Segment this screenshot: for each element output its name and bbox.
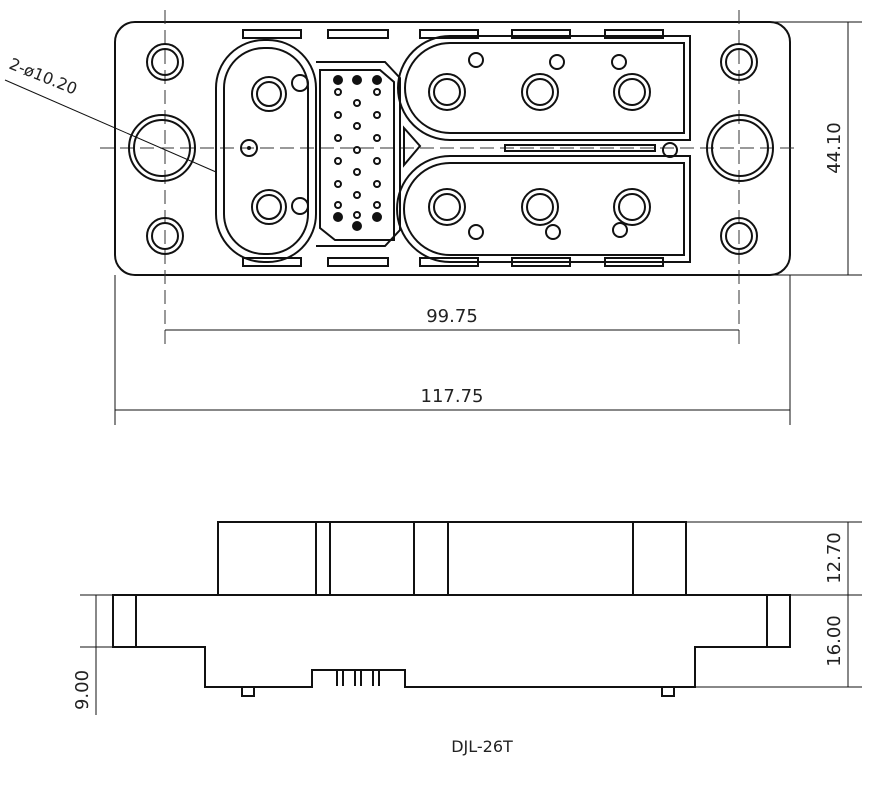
power-contact [521, 73, 559, 111]
signal-pin [334, 157, 342, 165]
power-contact [526, 78, 554, 106]
power-contact [428, 73, 466, 111]
base-flange [112, 594, 791, 688]
hole-callout-label: 2-ø10.20 [7, 54, 80, 98]
dimension-117-75: 117.75 [114, 275, 791, 425]
signal-pin [334, 134, 342, 142]
left-power-cavity [215, 39, 317, 263]
keying-pin [468, 224, 484, 240]
signal-pin [373, 157, 381, 165]
signal-pin [334, 180, 342, 188]
signal-pin [352, 221, 362, 231]
keying-pin [611, 54, 627, 70]
signal-pin [373, 134, 381, 142]
signal-pin [334, 201, 342, 209]
signal-pin [353, 122, 361, 130]
svg-text:99.75: 99.75 [426, 306, 478, 327]
power-contact [613, 188, 651, 226]
signal-pin [353, 146, 361, 154]
signal-pin [334, 88, 342, 96]
power-contact [521, 188, 559, 226]
svg-text:44.10: 44.10 [824, 122, 845, 174]
power-contact [433, 193, 461, 221]
dimension-99-75: 99.75 [165, 306, 739, 331]
model-label: DJL-26T [451, 737, 513, 756]
svg-text:117.75: 117.75 [421, 386, 484, 407]
signal-pin [353, 191, 361, 199]
mounting-holes [128, 43, 774, 255]
signal-pin [333, 75, 343, 85]
signal-pin [352, 75, 362, 85]
keying-pin [549, 54, 565, 70]
signal-pin [334, 111, 342, 119]
signal-pin [373, 88, 381, 96]
top-view: 2-ø10.20 99.75 117.75 44.10 [4, 10, 862, 425]
power-contact [613, 73, 651, 111]
signal-pin [353, 168, 361, 176]
dimension-12-70: 12.70 [686, 521, 862, 596]
dimension-9-00: 9.00 [72, 594, 113, 715]
power-contact [433, 78, 461, 106]
hole-callout: 2-ø10.20 [4, 54, 217, 173]
signal-pin [333, 212, 343, 222]
keying-pin [468, 52, 484, 68]
signal-pin [372, 212, 382, 222]
signal-pin [372, 75, 382, 85]
signal-pin [373, 111, 381, 119]
right-power-cavities [396, 35, 691, 263]
svg-text:16.00: 16.00 [824, 615, 845, 667]
svg-text:12.70: 12.70 [824, 532, 845, 584]
power-contact [618, 193, 646, 221]
keying-pin [662, 142, 678, 158]
side-view: 12.70 16.00 9.00 DJL-26T [72, 521, 862, 756]
slots [242, 29, 664, 267]
svg-text:9.00: 9.00 [72, 670, 93, 710]
signal-pin [353, 211, 361, 219]
power-contact [526, 193, 554, 221]
power-contact [428, 188, 466, 226]
signal-pin [373, 201, 381, 209]
dimension-16-00: 16.00 [695, 595, 862, 688]
dimension-44-10: 44.10 [760, 21, 862, 276]
power-contact [618, 78, 646, 106]
signal-block [316, 61, 401, 247]
keying-pin [545, 224, 561, 240]
signal-pin [353, 99, 361, 107]
signal-pin [373, 180, 381, 188]
keying-pin [612, 222, 628, 238]
upper-housing [217, 521, 687, 596]
